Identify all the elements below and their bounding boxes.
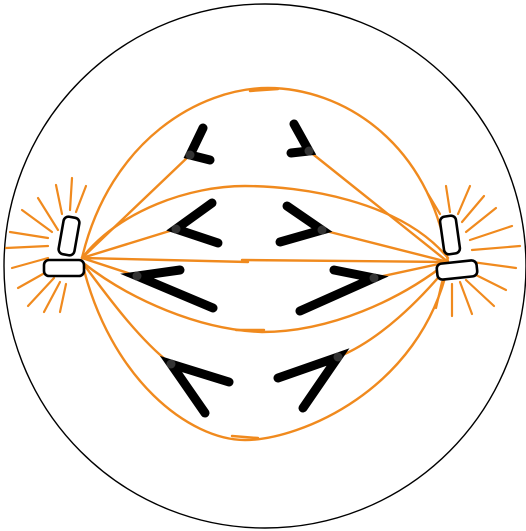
chromosome-bottom-right (278, 353, 343, 409)
centromere (370, 274, 379, 283)
left-centrosome (44, 216, 84, 276)
chromosome-mid-lower-left (133, 270, 214, 308)
chromosome-mid-upper-left (172, 203, 219, 243)
right-centrosome (436, 215, 477, 280)
chromosome-mid-lower-right (300, 270, 379, 311)
centromere (305, 147, 314, 156)
chromosomes (133, 124, 379, 413)
centromere (133, 272, 142, 281)
centromere (334, 353, 343, 362)
left-centriole-horizontal (44, 260, 84, 276)
centromere (186, 151, 195, 160)
centromere (318, 226, 327, 235)
chromosome-top-left (186, 128, 211, 160)
chromosome-top-right (291, 124, 314, 156)
centromere (172, 225, 181, 234)
chromosome-mid-upper-right (280, 206, 327, 242)
spindle-fibers (82, 88, 448, 440)
chromosome-bottom-left (167, 360, 230, 414)
centromere (167, 360, 176, 369)
left-centriole-vertical (58, 216, 80, 256)
right-centriole-horizontal (436, 260, 477, 280)
right-centriole-vertical (439, 215, 460, 255)
